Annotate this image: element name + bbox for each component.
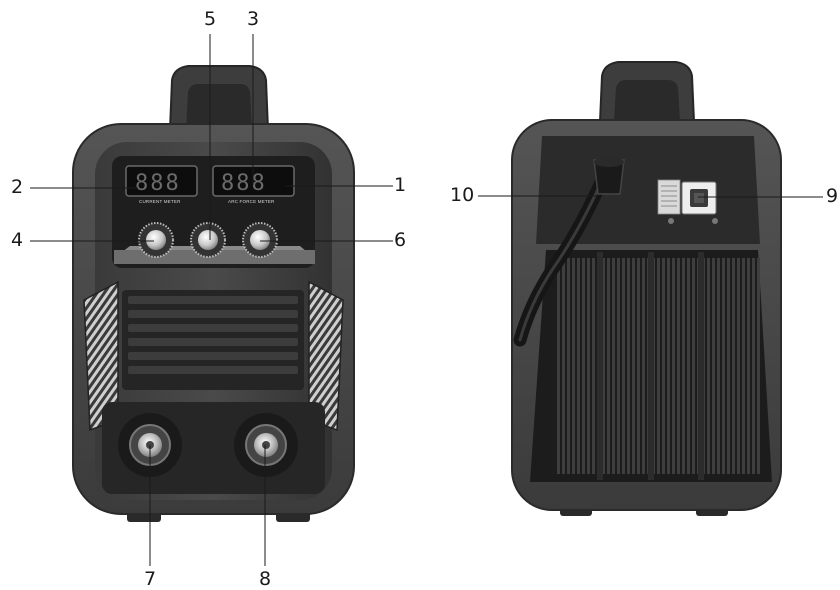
callout-10: 10 (450, 184, 475, 206)
callout-4: 4 (11, 229, 24, 251)
rating-label (657, 179, 681, 215)
callout-2: 2 (11, 176, 24, 198)
breaker-indicator-left (668, 218, 674, 224)
arc-force-meter-label: ARC FORCE METER (228, 199, 275, 204)
callout-7: 7 (144, 568, 157, 590)
digit-display-right: 888 (221, 171, 267, 196)
back-upper-recess (536, 136, 760, 244)
back-view (511, 61, 782, 516)
leader-lines (30, 34, 823, 566)
socket-right[interactable] (234, 413, 298, 477)
breaker-indicator-right (712, 218, 718, 224)
callout-1: 1 (394, 174, 407, 196)
current-meter-display (125, 165, 198, 197)
callout-3: 3 (247, 8, 260, 30)
power-breaker-switch[interactable] (681, 181, 717, 215)
power-cable (513, 171, 610, 347)
callout-6: 6 (394, 229, 407, 251)
front-view: 888 CURRENT METER 888 ARC FORCE METER (72, 65, 355, 522)
right-knob[interactable] (242, 222, 278, 258)
current-meter-label: CURRENT METER (139, 199, 181, 204)
center-knob[interactable] (190, 222, 226, 258)
callout-8: 8 (259, 568, 272, 590)
left-knob[interactable] (138, 222, 174, 258)
cable-gland (593, 157, 625, 195)
callout-9: 9 (826, 185, 839, 207)
callout-5: 5 (204, 8, 217, 30)
digit-display-left: 888 (135, 171, 181, 196)
